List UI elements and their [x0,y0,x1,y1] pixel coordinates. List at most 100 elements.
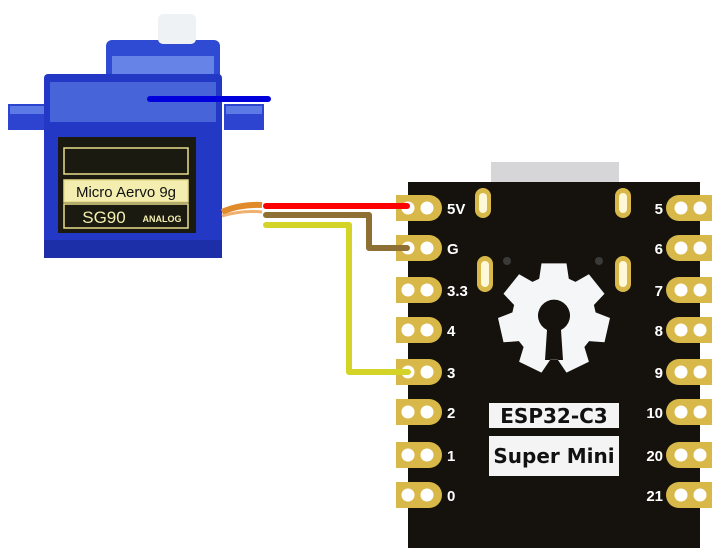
pin-7[interactable]: 7 [655,277,712,303]
pin-pad[interactable] [666,195,712,221]
pin-hole [674,201,688,215]
pin-hole [693,448,707,462]
pin-label: 3.3 [447,283,468,300]
pin-pad[interactable] [396,277,442,303]
wires [263,203,411,375]
pin-hole [693,201,707,215]
pin-pad[interactable] [396,359,442,385]
pin-10[interactable]: 10 [646,399,712,425]
pin-pad[interactable] [396,442,442,468]
pin-2[interactable]: 2 [396,399,455,425]
led-indicator-left [503,257,511,265]
pin-1[interactable]: 1 [396,442,455,468]
servo-cable [220,201,263,215]
pin-pad[interactable] [666,482,712,508]
pin-hole [674,405,688,419]
pin-hole [693,405,707,419]
servo-label-type: ANALOG [143,214,182,224]
pin-pad[interactable] [666,442,712,468]
mounting-slots [475,188,631,292]
pin-label: 7 [655,283,663,300]
pin-21[interactable]: 21 [646,482,712,508]
pin-hole [420,365,434,379]
pin-G[interactable]: G [396,235,459,261]
pin-20[interactable]: 20 [646,442,712,468]
pin-label: 20 [646,448,663,465]
pin-label: 6 [655,241,663,258]
pin-pad[interactable] [396,482,442,508]
pin-5[interactable]: 5 [655,195,712,221]
pin-3.3[interactable]: 3.3 [396,277,468,303]
pin-hole [401,405,415,419]
pin-hole [420,323,434,337]
wire-ground[interactable] [263,212,410,251]
pin-hole [693,323,707,337]
pin-pad[interactable] [396,317,442,343]
pin-6[interactable]: 6 [655,235,712,261]
servo-tab-highlight [226,106,262,114]
pin-hole [401,323,415,337]
servo-motor: Micro Aervo 9g SG90 ANALOG [8,14,264,258]
pin-hole [693,283,707,297]
pin-hole [693,241,707,255]
pin-label: 3 [447,365,455,382]
pin-label: G [447,241,459,258]
pin-pad[interactable] [666,359,712,385]
pin-pad[interactable] [396,195,442,221]
chip-name-line1: ESP32-C3 [500,404,607,428]
pin-hole [674,323,688,337]
servo-label-frame [63,147,189,175]
open-hardware-logo-icon [498,263,610,373]
servo-tab-highlight [10,106,46,114]
chip-subname-box [489,436,619,476]
pin-hole [693,365,707,379]
servo-label-textbox [63,179,189,203]
slot-mid-left-hole [481,261,489,287]
pin-3[interactable]: 3 [396,359,455,385]
pin-hole [674,241,688,255]
pin-label: 1 [447,448,455,465]
pin-pad[interactable] [396,399,442,425]
servo-label-model: SG90 [82,208,125,227]
pin-hole [674,448,688,462]
pin-pad[interactable] [396,235,442,261]
pin-pad[interactable] [666,399,712,425]
pin-hole [420,283,434,297]
pin-hole [401,283,415,297]
pin-label: 4 [447,323,456,340]
servo-label-name: Micro Aervo 9g [76,184,176,201]
pin-hole [401,488,415,502]
pin-8[interactable]: 8 [655,317,712,343]
slot-mid-right-hole [619,261,627,287]
right-pin-header: 5 6 7 8 9 10 20 21 [646,195,712,508]
slot-top-left-hole [479,193,487,213]
slot-top-right-hole [619,193,627,213]
left-pin-header: 5V G 3.3 4 3 2 1 0 [396,195,468,508]
pin-hole [401,448,415,462]
pcb [408,182,700,548]
chip-name-line2: Super Mini [493,444,614,468]
pin-4[interactable]: 4 [396,317,456,343]
pin-pad[interactable] [666,277,712,303]
wire-signal[interactable] [263,222,411,375]
pin-0[interactable]: 0 [396,482,455,508]
pin-pad[interactable] [666,235,712,261]
pin-hole [420,448,434,462]
pin-label: 9 [655,365,663,382]
pin-5V[interactable]: 5V [396,195,465,221]
pin-hole [693,488,707,502]
pin-hole [674,488,688,502]
pin-hole [420,488,434,502]
pin-9[interactable]: 9 [655,359,712,385]
pin-label: 10 [646,405,663,422]
pin-label: 5 [655,201,663,218]
servo-gear-teeth [112,56,214,78]
pin-hole [420,405,434,419]
pin-hole [420,241,434,255]
servo-label-frame-bottom [63,203,189,229]
pin-pad[interactable] [666,317,712,343]
usb-connector[interactable] [491,162,619,184]
gear-icon [498,263,610,373]
